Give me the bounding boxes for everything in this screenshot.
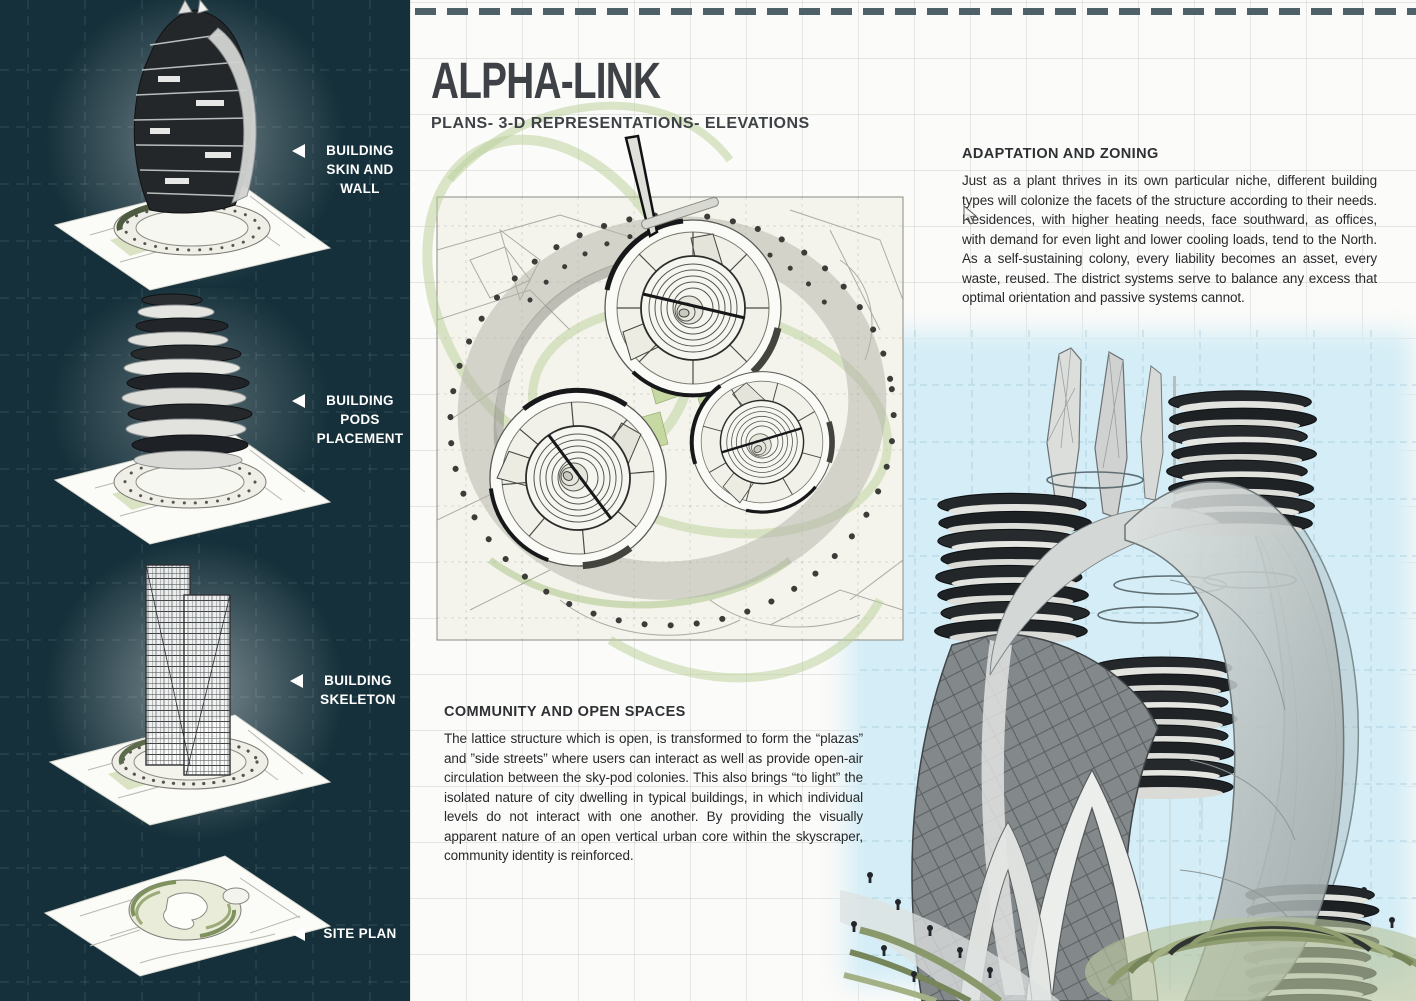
sidebar-item-building-skin-and-wall: BUILDING SKIN AND WALL [292,141,407,198]
sidebar: BUILDING SKIN AND WALL BUILDING PODS PLA… [0,0,410,1001]
crystal-spires [1046,347,1176,519]
left-triangle-arrow-icon [292,394,305,408]
sidebar-item-label: SITE PLAN [323,926,397,941]
sidebar-item-label: BUILDING PODS PLACEMENT [316,393,404,446]
left-triangle-arrow-icon [292,144,305,158]
sidebar-item-label: BUILDING SKIN AND WALL [326,143,394,196]
sidebar-item-site-plan: SITE PLAN [292,924,407,943]
thumb-site-plan [43,855,332,977]
sidebar-item-building-skeleton: BUILDING SKELETON [290,671,405,709]
thumb-building-skin-and-wall [45,0,345,291]
header: ALPHA-LINK PLANS- 3-D REPRESENTATIONS- E… [431,55,810,133]
adaptation-section: ADAPTATION AND ZONING Just as a plant th… [962,146,1377,308]
sidebar-item-label: BUILDING SKELETON [320,673,396,707]
page-title: ALPHA-LINK [431,52,661,109]
left-triangle-arrow-icon [290,674,303,688]
green-loops [422,101,893,683]
perimeter-dots [447,211,897,629]
top-dashed-rule [415,8,1416,15]
tower-colony-render-figure [840,330,1416,1001]
community-section: COMMUNITY AND OPEN SPACES The lattice st… [444,704,863,866]
lattice-shell [911,633,1159,1001]
adaptation-body: Just as a plant thrives in its own parti… [962,173,1377,305]
page-subtitle: PLANS- 3-D REPRESENTATIONS- ELEVATIONS [431,115,810,132]
rotor-top [605,220,781,396]
thumb-building-skeleton [45,540,345,840]
adaptation-heading: ADAPTATION AND ZONING [962,146,1159,162]
left-triangle-arrow-icon [292,927,305,941]
sidebar-item-building-pods-placement: BUILDING PODS PLACEMENT [292,391,407,448]
thumb-building-pods-placement [50,288,332,545]
needle-spire [624,134,719,238]
site-plan-drawing-figure [422,101,904,683]
bollards [851,872,1395,982]
mouse-cursor [963,204,978,231]
community-heading: COMMUNITY AND OPEN SPACES [444,704,686,720]
community-body: The lattice structure which is open, is … [444,731,863,863]
terraced-base-right [1085,917,1416,1001]
